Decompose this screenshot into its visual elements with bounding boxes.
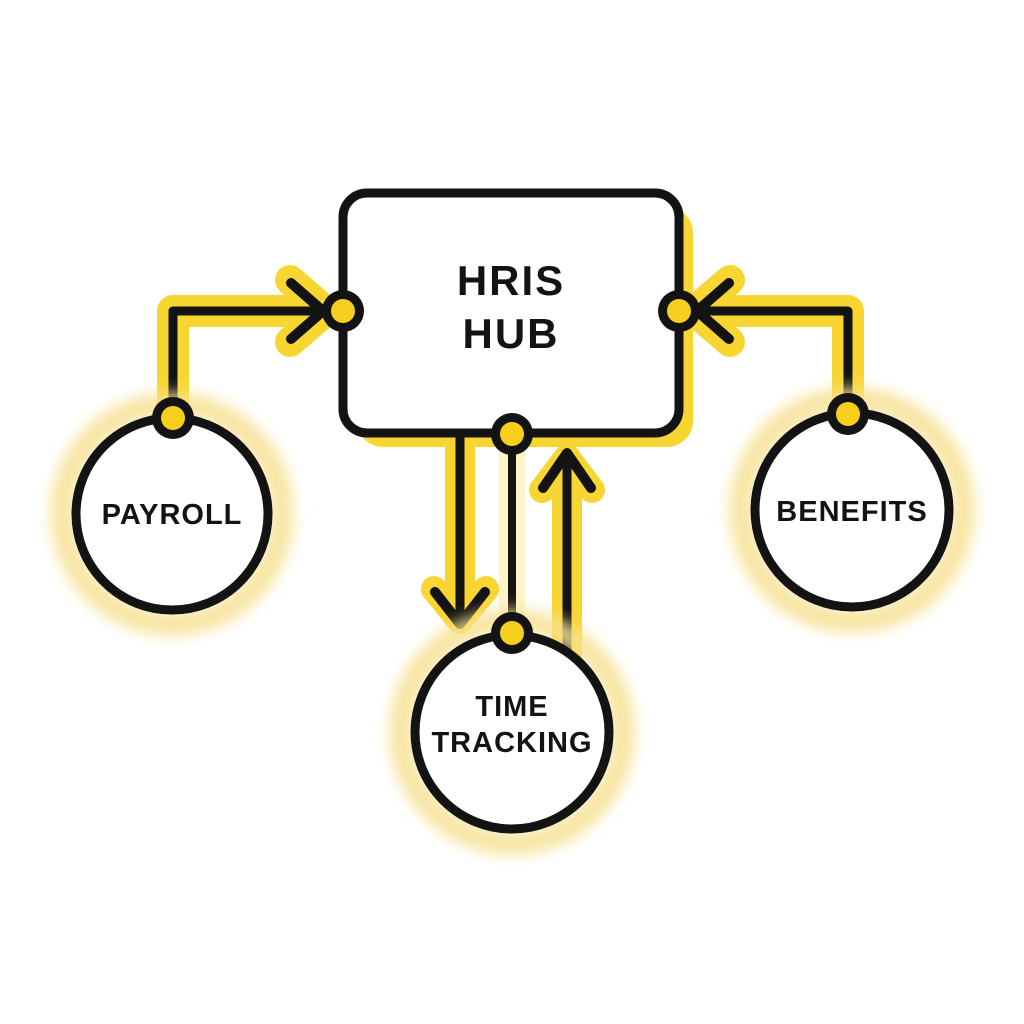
benefits-port-dot xyxy=(827,393,869,435)
hub-left-port-dot xyxy=(322,290,364,332)
timetracking-label: TIME TRACKING xyxy=(402,689,622,761)
timetracking-port-dot xyxy=(491,612,533,654)
hub-right-port-dot xyxy=(658,290,700,332)
payroll-port-dot xyxy=(152,397,194,439)
node-benefits-circle xyxy=(729,387,975,633)
timetracking-label-line2: TRACKING xyxy=(431,727,593,759)
hub-bottom-port-dot xyxy=(491,413,533,455)
hub-label-line1: HRIS xyxy=(456,257,566,304)
arrowhead-up-icon xyxy=(538,448,596,493)
hub-label-line2: HUB xyxy=(462,310,560,357)
benefits-label: BENEFITS xyxy=(776,496,928,528)
payroll-label: PAYROLL xyxy=(101,499,243,531)
hub-label: HRIS HUB xyxy=(343,254,679,360)
edge-hub-to-timetracking xyxy=(421,431,499,634)
timetracking-label-line1: TIME xyxy=(475,691,549,723)
